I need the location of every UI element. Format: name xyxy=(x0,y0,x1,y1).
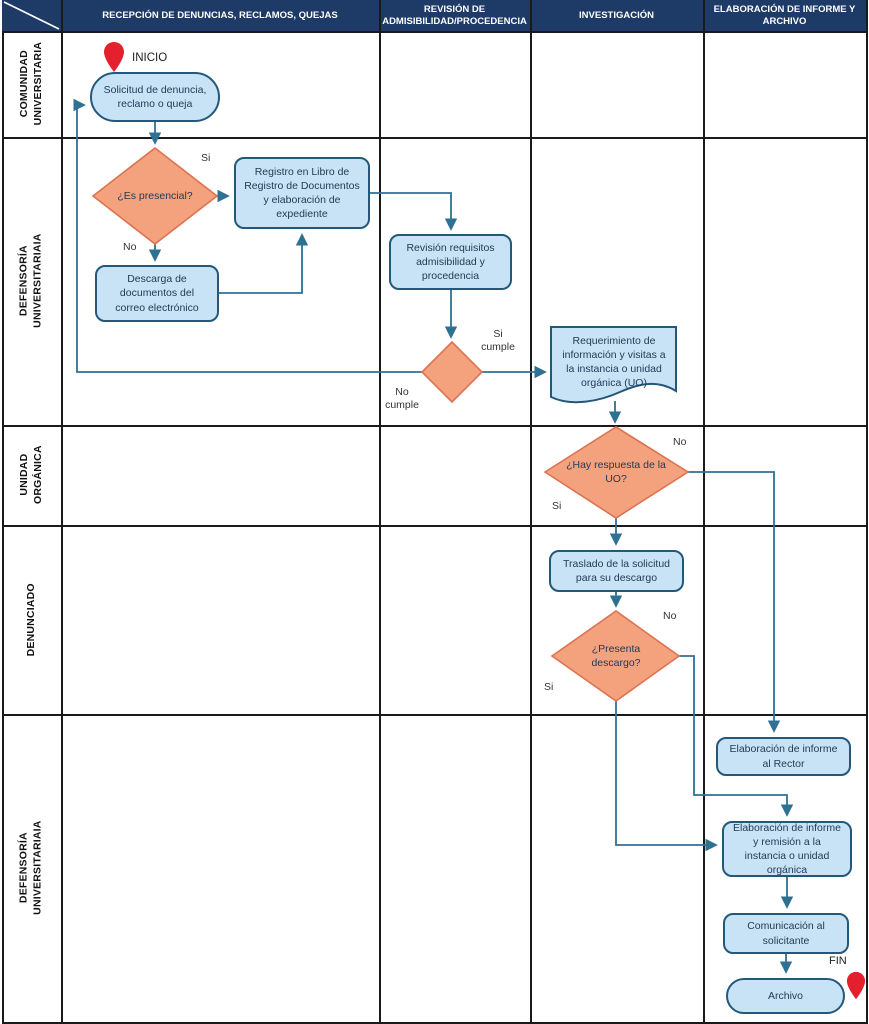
lane-label-unidad-organica: UNIDAD ORGÁNICA xyxy=(2,425,61,525)
grid-vline-2 xyxy=(379,0,381,1022)
lane-label-text: DENUNCIADO xyxy=(24,582,37,657)
decision-presenta-descargo-text: ¿Presenta descargo? xyxy=(591,642,641,669)
edge-label-no-hayrespuesta: No xyxy=(673,436,687,448)
header-cell-investigacion: INVESTIGACIÓN xyxy=(579,9,654,21)
fin-label: FIN xyxy=(829,955,847,967)
inicio-pin-icon xyxy=(103,41,125,79)
lane-label-comunidad: COMUNIDAD UNIVERSITARIA xyxy=(2,31,61,137)
edge-label-si-presenta: Si xyxy=(544,681,554,693)
lane-label-text: UNIDAD ORGÁNICA xyxy=(17,445,44,505)
node-solicitud: Solicitud de denuncia, reclamo o queja xyxy=(90,72,220,122)
header-cell-elaboracion: ELABORACIÓN DE INFORME Y ARCHIVO xyxy=(713,3,856,27)
grid-vline-4 xyxy=(703,0,705,1022)
edge-label-si-presencial: Si xyxy=(201,152,211,164)
lane-label-defensoria-1: DEFENSORÍA UNIVERSITARIAIA xyxy=(2,137,61,425)
edge-label-no-cumple: No cumple xyxy=(385,386,419,412)
node-archivo: Archivo xyxy=(726,978,845,1014)
grid-hline-3 xyxy=(2,525,866,527)
node-comunicacion: Comunicación al solicitante xyxy=(723,913,849,954)
grid-hline-header xyxy=(2,31,866,33)
header-cell-revision: REVISIÓN DE ADMISIBILIDAD/PROCEDENCIA xyxy=(382,3,527,27)
inicio-label: INICIO xyxy=(132,52,168,64)
lane-label-text: DEFENSORÍA UNIVERSITARIAIA xyxy=(17,233,44,329)
node-descarga: Descarga de documentos del correo electr… xyxy=(95,265,219,322)
decision-es-presencial-text: ¿Es presencial? xyxy=(117,189,193,202)
fin-pin-icon xyxy=(846,971,866,1006)
grid-vline-1 xyxy=(61,0,63,1022)
edge-label-no-presencial: No xyxy=(123,241,137,253)
grid-hline-1 xyxy=(2,137,866,139)
document-requerimiento-text: Requerimiento de información y visitas a… xyxy=(562,334,666,390)
node-traslado: Traslado de la solicitud para su descarg… xyxy=(549,550,684,592)
header-cell-recepcion: RECEPCIÓN DE DENUNCIAS, RECLAMOS, QUEJAS xyxy=(102,9,338,21)
lane-label-text: COMUNIDAD UNIVERSITARIA xyxy=(17,42,44,126)
edge-label-si-cumple: Si cumple xyxy=(481,328,515,354)
decision-hay-respuesta-text: ¿Hay respuesta de la UO? xyxy=(566,458,666,485)
grid-hline-2 xyxy=(2,425,866,427)
node-informe-remision: Elaboración de informe y remisión a la i… xyxy=(722,821,852,877)
lane-label-denunciado: DENUNCIADO xyxy=(2,525,61,714)
header-band xyxy=(2,0,866,31)
edge-label-si-hayrespuesta: Si xyxy=(552,500,562,512)
node-registro: Registro en Libro de Registro de Documen… xyxy=(234,157,370,229)
grid-vline-3 xyxy=(530,0,532,1022)
node-informe-rector: Elaboración de informe al Rector xyxy=(716,737,851,776)
lane-label-text: DEFENSORÍA UNIVERSITARIAIA xyxy=(17,820,44,916)
grid-hline-4 xyxy=(2,714,866,716)
edge-label-no-presenta: No xyxy=(663,610,677,622)
lane-label-defensoria-2: DEFENSORÍA UNIVERSITARIAIA xyxy=(2,714,61,1022)
node-revision: Revisión requisitos admisibilidad y proc… xyxy=(389,234,512,290)
